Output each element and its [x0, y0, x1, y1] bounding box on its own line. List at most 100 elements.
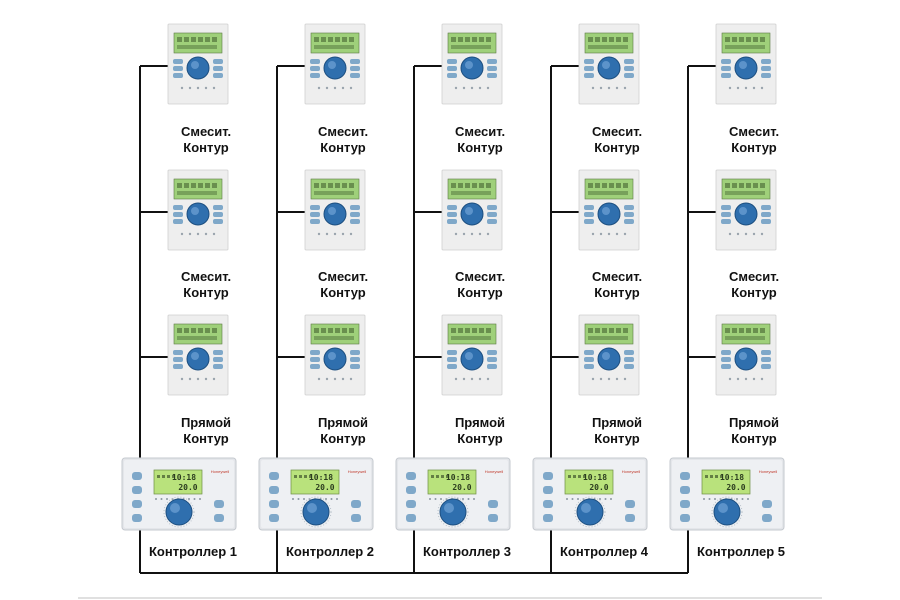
room-unit-button: [487, 357, 497, 362]
room-unit-button: [624, 364, 634, 369]
controller-column-5: Смесит.КонтурСмесит.КонтурПрямойКонтур10…: [669, 23, 785, 559]
room-unit-button: [624, 73, 634, 78]
room-unit-button: [213, 350, 223, 355]
room-unit-button: [350, 364, 360, 369]
room-unit-screen: [721, 178, 771, 200]
room-unit-screen: [721, 32, 771, 54]
room-unit-button: [721, 66, 731, 71]
controller-button: [543, 514, 553, 522]
room-unit-knob: [186, 347, 210, 371]
room-unit: [441, 23, 503, 105]
controller-knob: [439, 498, 467, 526]
room-unit-knob: [734, 202, 758, 226]
controller-button: [543, 472, 553, 480]
room-unit-button: [447, 350, 457, 355]
unit-label-line2: Контур: [731, 285, 776, 300]
room-unit-button: [761, 219, 771, 224]
unit-label-line1: Смесит.: [592, 124, 642, 139]
room-unit-button: [173, 73, 183, 78]
room-unit: [167, 169, 229, 251]
room-unit: [715, 314, 777, 396]
room-unit: [441, 314, 503, 396]
controller-button: [488, 514, 498, 522]
room-unit-button: [487, 59, 497, 64]
room-unit-screen: [447, 178, 497, 200]
unit-label-line1: Прямой: [181, 415, 231, 430]
room-unit-screen: [310, 32, 360, 54]
unit-label-line2: Контур: [183, 140, 228, 155]
room-unit-button: [487, 205, 497, 210]
room-unit-button: [447, 364, 457, 369]
controller-button: [680, 500, 690, 508]
controller-label: Контроллер 5: [697, 544, 785, 559]
unit-label-line1: Смесит.: [729, 124, 779, 139]
room-unit-button: [310, 73, 320, 78]
room-unit-button: [487, 66, 497, 71]
room-unit-button: [213, 219, 223, 224]
room-unit-knob: [734, 347, 758, 371]
controller-screen-time: 10:18: [720, 473, 744, 482]
room-unit-button: [310, 212, 320, 217]
controller-brand: Honeywell: [211, 469, 230, 474]
unit-label-line2: Контур: [594, 431, 639, 446]
room-unit-button: [761, 59, 771, 64]
room-unit-screen: [310, 323, 360, 345]
room-unit-button: [487, 212, 497, 217]
controller-button: [351, 500, 361, 508]
controller-knob: [713, 498, 741, 526]
controller-screen: [701, 469, 751, 495]
room-unit-button: [487, 73, 497, 78]
unit-label-line2: Контур: [594, 140, 639, 155]
unit-label-line2: Контур: [457, 431, 502, 446]
room-unit-button: [761, 205, 771, 210]
controller-screen-temp: 20.0: [589, 483, 608, 492]
room-unit-button: [350, 357, 360, 362]
controller-brand: Honeywell: [622, 469, 641, 474]
unit-label-line2: Контур: [731, 431, 776, 446]
room-unit-button: [624, 219, 634, 224]
room-unit-button: [624, 357, 634, 362]
room-unit-button: [761, 66, 771, 71]
room-unit: [304, 23, 366, 105]
unit-label-line2: Контур: [457, 140, 502, 155]
room-unit-button: [350, 212, 360, 217]
room-unit: [304, 169, 366, 251]
room-unit-knob: [597, 202, 621, 226]
controller-button: [762, 514, 772, 522]
room-unit-button: [310, 59, 320, 64]
room-unit-button: [350, 219, 360, 224]
room-unit-button: [584, 364, 594, 369]
controller-screen-temp: 20.0: [178, 483, 197, 492]
controller-button: [762, 500, 772, 508]
controller-button: [132, 472, 142, 480]
room-unit-button: [310, 66, 320, 71]
controller-column-3: Смесит.КонтурСмесит.КонтурПрямойКонтур10…: [395, 23, 511, 559]
room-unit-button: [310, 350, 320, 355]
unit-label-line1: Смесит.: [455, 124, 505, 139]
room-unit-button: [350, 350, 360, 355]
controller-brand: Honeywell: [348, 469, 367, 474]
unit-label-line1: Прямой: [455, 415, 505, 430]
room-unit-screen: [584, 178, 634, 200]
controller-screen: [564, 469, 614, 495]
controller-screen-time: 10:18: [309, 473, 333, 482]
room-unit-button: [721, 73, 731, 78]
controller-screen: [427, 469, 477, 495]
unit-label-line2: Контур: [183, 285, 228, 300]
room-unit-button: [584, 59, 594, 64]
room-unit-knob: [460, 202, 484, 226]
room-unit-button: [584, 73, 594, 78]
controller-screen-temp: 20.0: [315, 483, 334, 492]
room-unit-button: [487, 364, 497, 369]
controller-button: [269, 472, 279, 480]
room-unit-button: [173, 205, 183, 210]
controller-knob: [576, 498, 604, 526]
unit-label-line2: Контур: [320, 140, 365, 155]
room-unit-knob: [323, 347, 347, 371]
unit-label-line2: Контур: [320, 431, 365, 446]
controller-button: [351, 514, 361, 522]
controller-column-2: Смесит.КонтурСмесит.КонтурПрямойКонтур10…: [258, 23, 374, 559]
room-unit-button: [447, 59, 457, 64]
room-unit-screen: [584, 32, 634, 54]
